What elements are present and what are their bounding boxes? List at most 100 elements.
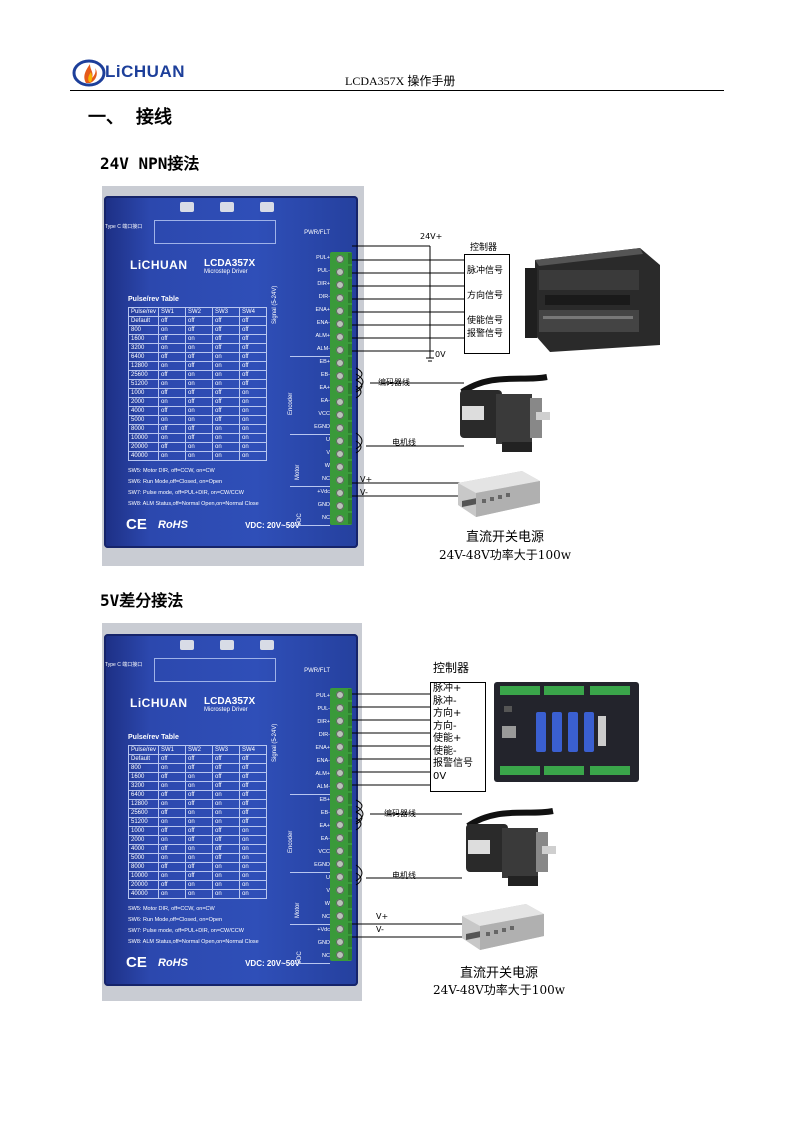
terminal-label: DIR- xyxy=(318,732,330,738)
terminal-screw xyxy=(330,779,352,792)
table-cell: off xyxy=(212,343,241,353)
table-cell: on xyxy=(212,808,241,818)
driver2-table-title: Pulse/rev Table xyxy=(128,734,179,741)
section-title: 接线 xyxy=(136,107,172,128)
table-cell: off xyxy=(212,388,241,398)
table-cell: 1600 xyxy=(127,772,160,782)
signal-enable-minus: 使能- xyxy=(433,745,457,757)
table-cell: off xyxy=(212,772,241,782)
signal-direction: 方向信号 xyxy=(467,291,504,301)
header-rule xyxy=(70,90,724,91)
controller-label-2: 控制器 xyxy=(433,661,470,675)
driver2-dip-switch-bank: Type C 端口接口 xyxy=(105,658,276,682)
controller-signal-box-2: 脉冲+ 脉冲- 方向+ 方向- 使能+ 使能- 报警信号 0V xyxy=(430,682,486,792)
driver2-group-divider xyxy=(290,963,330,964)
table-cell: on xyxy=(185,370,214,380)
table-cell: Default xyxy=(127,754,160,764)
table-cell: 5000 xyxy=(127,853,160,863)
terminal-label: ALM+ xyxy=(315,771,330,777)
table-cell: on xyxy=(239,880,268,890)
terminal-label: NC xyxy=(322,914,330,920)
label-24v: 24V+ xyxy=(420,232,443,241)
table-cell: off xyxy=(185,424,214,434)
driver1-motor-label: Motor xyxy=(294,464,301,480)
table-cell: off xyxy=(212,415,241,425)
terminal-label: ENA- xyxy=(316,320,330,326)
driver2-signal-label: Signal (5-24V) xyxy=(271,723,278,762)
table-cell: SW4 xyxy=(239,745,268,755)
terminal-label: PUL+ xyxy=(316,693,330,699)
terminal-screw xyxy=(330,408,352,421)
driver2-ce-mark: CE xyxy=(126,954,147,971)
table-cell: 1000 xyxy=(127,826,160,836)
table-cell: on xyxy=(239,424,268,434)
table-cell: off xyxy=(158,334,187,344)
table-cell: off xyxy=(239,334,268,344)
table-cell: on xyxy=(212,871,241,881)
subheading-differential: 5V差分接法 xyxy=(100,591,184,610)
table-cell: off xyxy=(158,316,187,326)
table-cell: 20000 xyxy=(127,442,160,452)
driver2-dip-caption: Type C 端口接口 xyxy=(105,662,143,668)
driver1-group-divider xyxy=(290,356,330,357)
terminal-screw xyxy=(330,909,352,922)
table-cell: off xyxy=(158,352,187,362)
terminal-label: PUL- xyxy=(317,268,330,274)
table-cell: on xyxy=(239,406,268,416)
table-cell: on xyxy=(239,388,268,398)
terminal-label: ALM+ xyxy=(315,333,330,339)
terminal-screw xyxy=(330,486,352,499)
table-cell: off xyxy=(239,808,268,818)
table-cell: on xyxy=(185,442,214,452)
section-heading: 一、接线 xyxy=(88,103,172,129)
terminal-screw xyxy=(330,740,352,753)
driver2-vdc-rating: VDC: 20V~50V xyxy=(245,959,300,968)
table-cell: off xyxy=(158,790,187,800)
table-cell: off xyxy=(212,406,241,416)
table-cell: on xyxy=(239,451,268,461)
label-vplus-1: V+ xyxy=(360,475,373,484)
terminal-label: EA- xyxy=(320,836,330,842)
driver2-pwr-label: PWR/FLT xyxy=(304,668,330,674)
driver1-ce-mark: CE xyxy=(126,516,147,533)
table-cell: on xyxy=(239,826,268,836)
table-cell: off xyxy=(239,316,268,326)
driver2-brand: LiCHUAN xyxy=(130,696,188,710)
subheading-npn: 24V NPN接法 xyxy=(100,154,200,173)
table-cell: on xyxy=(239,844,268,854)
table-cell: off xyxy=(185,325,214,335)
table-cell: off xyxy=(212,334,241,344)
terminal-screw xyxy=(330,499,352,512)
driver2-group-divider xyxy=(290,924,330,925)
driver1-dip-caption: Type C 端口接口 xyxy=(105,224,143,230)
table-cell: off xyxy=(158,880,187,890)
table-cell: 51200 xyxy=(127,379,160,389)
terminal-label: EGND xyxy=(314,862,330,868)
table-cell: off xyxy=(158,442,187,452)
table-cell: off xyxy=(185,397,214,407)
driver1-mount-tab xyxy=(220,202,234,212)
driver1-mount-tab xyxy=(180,202,194,212)
table-cell: on xyxy=(212,862,241,872)
table-cell: on xyxy=(185,880,214,890)
terminal-label: EB- xyxy=(320,372,330,378)
table-cell: off xyxy=(239,325,268,335)
driver2-vdc-label: VDC xyxy=(297,950,304,964)
table-cell: on xyxy=(185,343,214,353)
table-cell: off xyxy=(239,379,268,389)
table-cell: SW3 xyxy=(212,745,241,755)
driver1-pwr-label: PWR/FLT xyxy=(304,230,330,236)
signal-dir-plus: 方向+ xyxy=(433,708,462,719)
table-cell: on xyxy=(185,853,214,863)
table-cell: SW2 xyxy=(185,307,214,317)
